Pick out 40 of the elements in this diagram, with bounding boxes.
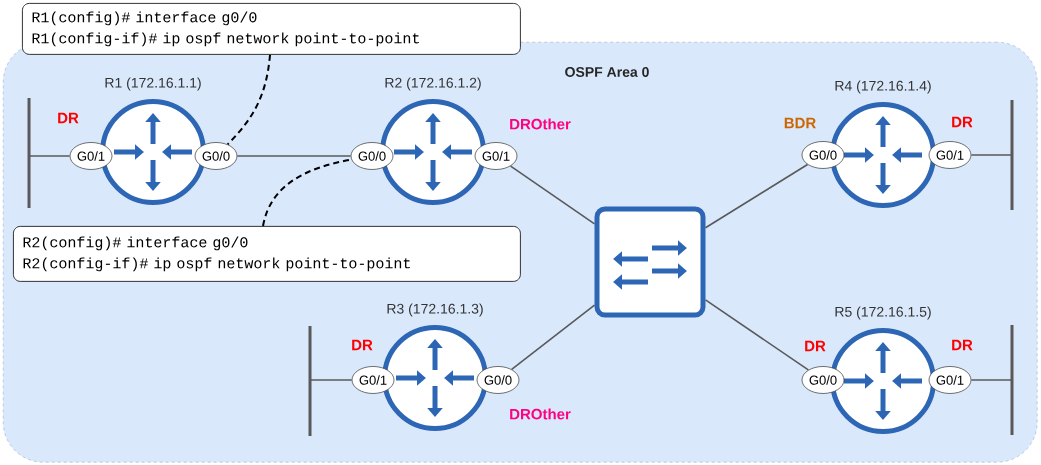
node-label: R2 (172.16.1.2)	[385, 77, 481, 91]
network-segment	[1010, 325, 1014, 435]
network-segment	[308, 326, 312, 436]
link-line	[970, 379, 1013, 381]
role-label: DR	[952, 116, 973, 128]
interface-port: G0/1	[351, 366, 395, 394]
link-line	[704, 163, 809, 229]
interface-port: G0/0	[801, 141, 845, 169]
command-callout: R1(config)# interface g0/0 R1(config-if)# ip ospf network point-to-point	[22, 3, 521, 55]
role-label: DROther	[510, 118, 571, 130]
role-label: DR	[352, 339, 373, 351]
leader-line	[226, 53, 271, 146]
node-label: R1 (172.16.1.1)	[105, 77, 201, 91]
link-line	[309, 379, 353, 381]
interface-port: G0/0	[350, 142, 394, 170]
link-line	[704, 299, 810, 371]
interface-port: G0/1	[474, 142, 518, 170]
interface-port: G0/1	[69, 142, 113, 170]
link-line	[28, 155, 71, 157]
command-callout: R2(config)# interface g0/0 R2(config-if)# ip ospf network point-to-point	[13, 226, 521, 282]
role-label: DR	[58, 112, 79, 124]
link-line	[510, 304, 596, 371]
node-label: R5 (172.16.1.5)	[835, 306, 931, 320]
role-label: DR	[952, 339, 973, 351]
link-line	[236, 155, 352, 157]
network-segment	[27, 98, 31, 208]
interface-port: G0/0	[476, 366, 520, 394]
role-label: DR	[805, 340, 826, 352]
node-label: R3 (172.16.1.3)	[387, 303, 483, 317]
interface-port: G0/0	[194, 142, 238, 170]
node-label: R4 (172.16.1.4)	[835, 80, 931, 94]
network-segment	[1010, 100, 1014, 210]
interface-port: G0/0	[801, 366, 845, 394]
role-label: DROther	[510, 408, 571, 420]
link-line	[970, 154, 1013, 156]
switch	[594, 206, 706, 318]
role-label: BDR	[784, 117, 816, 129]
link-line	[509, 165, 596, 225]
interface-port: G0/1	[928, 366, 972, 394]
interface-port: G0/1	[928, 141, 972, 169]
